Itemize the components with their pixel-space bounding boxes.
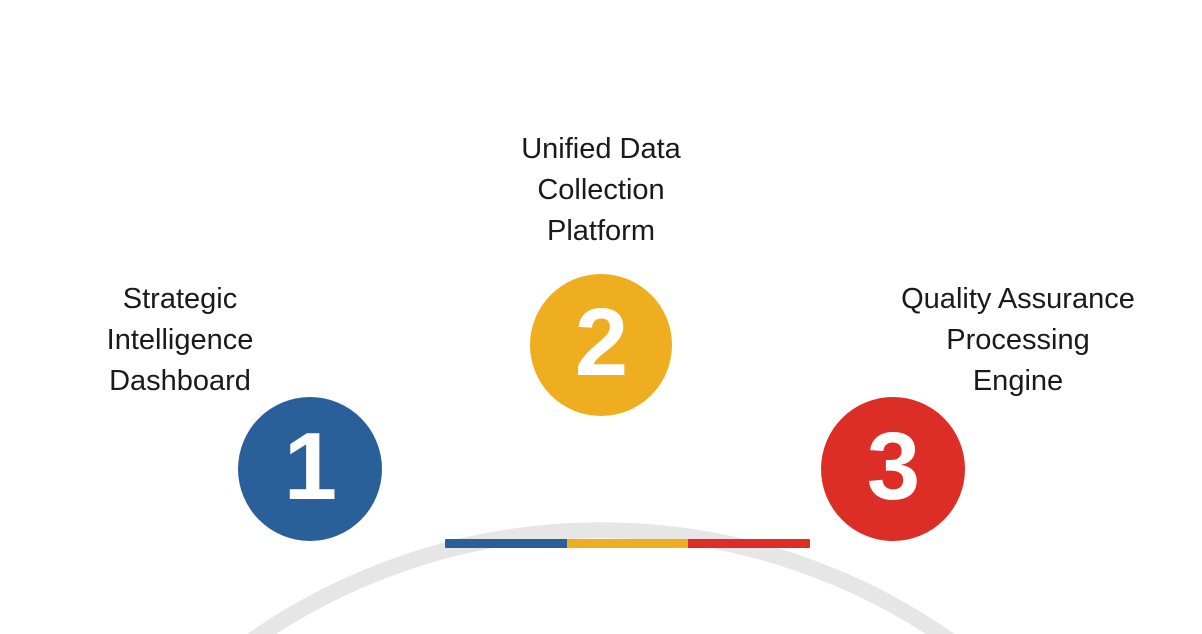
step-node-3[interactable]: 3 [821, 397, 965, 541]
arc-path [247, 522, 955, 634]
step-number-2: 2 [574, 289, 628, 396]
step-number-1: 1 [283, 413, 337, 520]
step-number-3: 3 [866, 413, 920, 520]
step-label-2: Unified Data Collection Platform [521, 133, 681, 247]
step-node-2[interactable]: 2 [530, 274, 672, 416]
accent-bar-segment-1 [445, 539, 567, 548]
step-node-1[interactable]: 1 [238, 397, 382, 541]
accent-bar-segment-3 [688, 539, 810, 548]
accent-bar-segment-2 [566, 539, 689, 548]
step-label-1: Strategic Intelligence Dashboard [106, 283, 254, 397]
step-label-3: Quality Assurance Processing Engine [901, 283, 1135, 397]
accent-bar [445, 539, 810, 548]
